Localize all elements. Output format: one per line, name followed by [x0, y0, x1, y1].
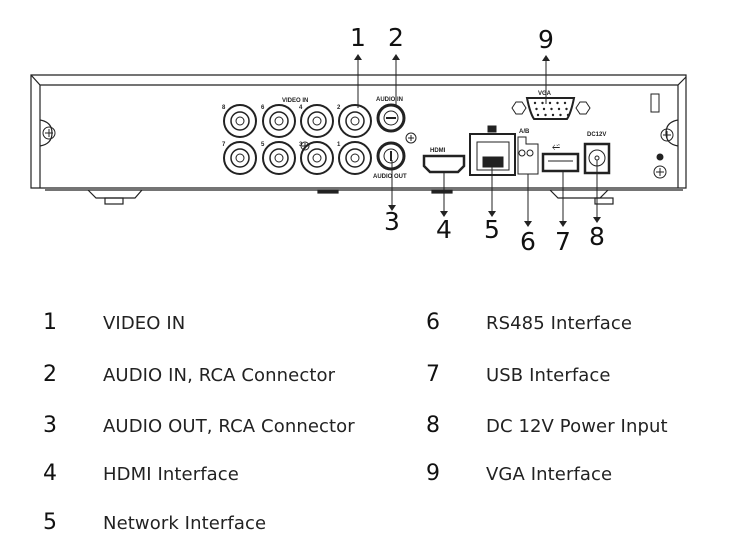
- vent-icon: [650, 93, 660, 113]
- legend-label: USB Interface: [486, 365, 611, 386]
- legend-number: 1: [43, 310, 57, 335]
- callout-number: 2: [388, 23, 404, 52]
- legend-item: 9 VGA Interface: [426, 461, 612, 486]
- callout-number: 5: [484, 215, 500, 244]
- audio-out-port: [376, 141, 406, 171]
- bnc-port: 4: [299, 104, 334, 138]
- legend-item: 5 Network Interface: [43, 510, 266, 535]
- device-rear-panel-diagram: 8 6 4 2 7 5 3 1 VIDEO IN AUDIO IN AUDIO OUT HDM…: [30, 23, 687, 256]
- legend-number: 6: [426, 310, 440, 335]
- legend-label: HDMI Interface: [103, 464, 239, 485]
- audio-in-label: AUDIO IN: [376, 97, 403, 103]
- legend-number: 2: [43, 362, 57, 387]
- legend-label: Network Interface: [103, 513, 267, 534]
- bnc-port: 6: [261, 104, 296, 138]
- legend-label: VGA Interface: [486, 464, 613, 485]
- legend-item: 1 VIDEO IN: [43, 310, 185, 335]
- callout-number: 9: [538, 25, 554, 54]
- callout-number: 3: [384, 207, 400, 236]
- vga-label: VGA: [538, 91, 552, 97]
- screw-icon: [42, 126, 674, 179]
- callout-number: 8: [589, 222, 605, 251]
- legend-item: 6 RS485 Interface: [426, 310, 632, 335]
- legend-number: 3: [43, 413, 57, 438]
- legend-number: 7: [426, 362, 440, 387]
- callout-number: 6: [520, 227, 536, 256]
- rs485-label: A/B: [519, 129, 530, 135]
- legend-number: 5: [43, 510, 57, 535]
- bnc-port-number: 8: [222, 105, 226, 111]
- bnc-port: 7: [222, 141, 257, 175]
- legend-item: 3 AUDIO OUT, RCA Connector: [43, 413, 355, 438]
- bnc-port-number: 6: [261, 105, 265, 111]
- bnc-port-number: 4: [299, 105, 303, 111]
- hdmi-port: [422, 154, 466, 174]
- legend-item: 7 USB Interface: [426, 362, 611, 387]
- callout-number: 7: [555, 227, 571, 256]
- usb-port: [541, 152, 580, 173]
- bnc-port-number: 3: [299, 142, 303, 148]
- video-in-ports: 8 6 4 2 7 5 3 1: [222, 104, 372, 175]
- audio-in-port: [376, 103, 406, 133]
- legend-label: DC 12V Power Input: [486, 416, 668, 437]
- hdmi-label: HDMI: [430, 148, 446, 154]
- callout-number: 4: [436, 215, 452, 244]
- legend-label: AUDIO OUT, RCA Connector: [103, 416, 355, 437]
- legend-number: 9: [426, 461, 440, 486]
- bnc-port-number: 2: [337, 105, 341, 111]
- video-in-label: VIDEO IN: [282, 98, 308, 104]
- bnc-port: 2: [337, 104, 372, 138]
- bnc-port: 5: [261, 141, 296, 175]
- legend-label: VIDEO IN: [103, 313, 186, 334]
- legend-item: 2 AUDIO IN, RCA Connector: [43, 362, 335, 387]
- legend-item: 8 DC 12V Power Input: [426, 413, 668, 438]
- legend-number: 8: [426, 413, 440, 438]
- power-label: DC12V: [587, 132, 606, 138]
- callout-number: 1: [350, 23, 366, 52]
- chassis: [30, 74, 687, 205]
- usb-icon: ⭁: [552, 142, 560, 153]
- bnc-port-number: 1: [337, 142, 341, 148]
- bnc-port: 8: [222, 104, 257, 138]
- bnc-port: 1: [337, 141, 372, 175]
- vga-port: [511, 97, 591, 120]
- bnc-port-number: 5: [261, 142, 265, 148]
- legend-number: 4: [43, 461, 57, 486]
- legend: 1 VIDEO IN 2 AUDIO IN, RCA Connector 3 AUDIO …: [0, 290, 747, 559]
- audio-out-label: AUDIO OUT: [373, 174, 407, 180]
- bnc-port: 3: [299, 141, 334, 175]
- legend-label: AUDIO IN, RCA Connector: [103, 365, 336, 386]
- rs485-port: [517, 136, 539, 175]
- legend-item: 4 HDMI Interface: [43, 461, 239, 486]
- bnc-port-number: 7: [222, 142, 226, 148]
- legend-label: RS485 Interface: [486, 313, 633, 334]
